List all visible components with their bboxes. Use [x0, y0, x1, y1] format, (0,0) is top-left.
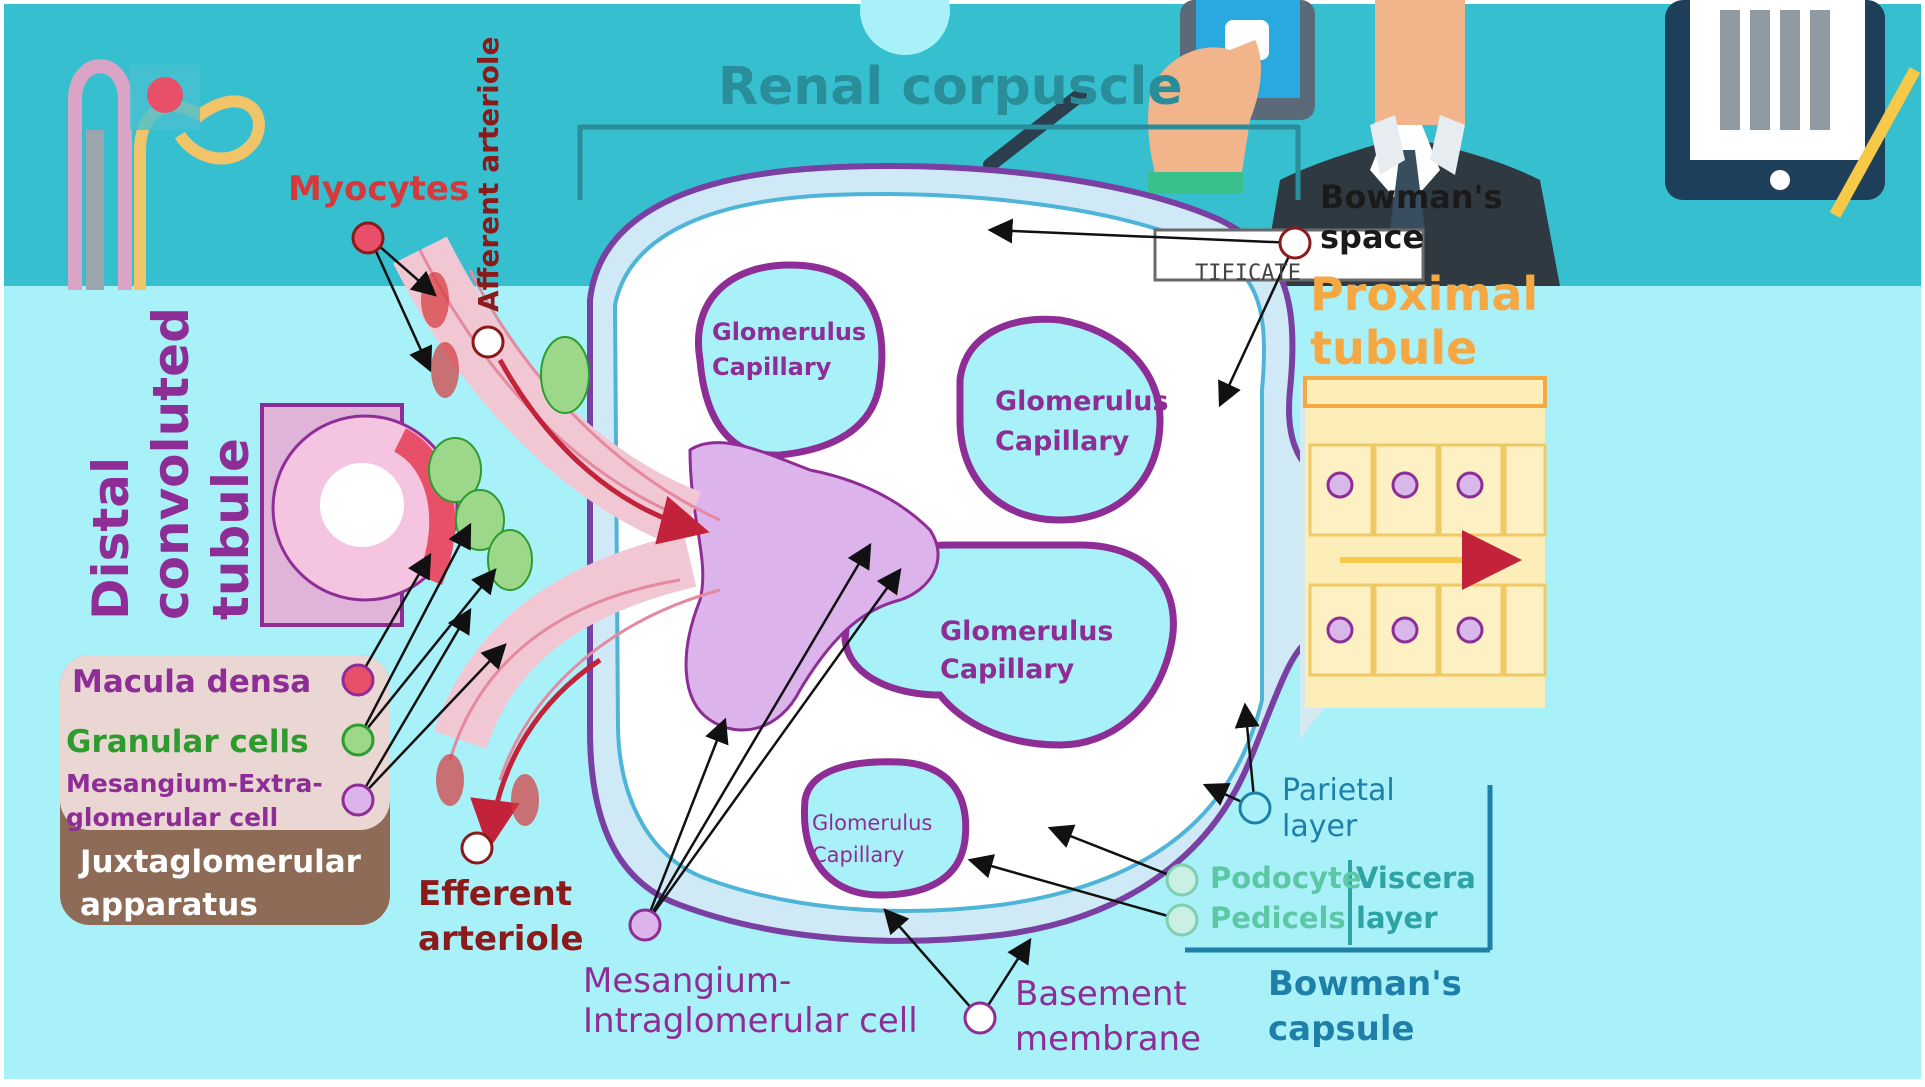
afferent-marker — [473, 327, 503, 357]
parietal-layer-marker — [1240, 793, 1270, 823]
parietal-layer-label-1: Parietal — [1282, 773, 1395, 808]
capillary-4-line2: Capillary — [812, 843, 904, 867]
mesangium-extra-label-2: glomerular cell — [66, 803, 278, 832]
macula-densa-marker — [343, 665, 373, 695]
basement-membrane-label-1: Basement — [1015, 974, 1187, 1014]
bowmans-space-label-1: Bowman's — [1320, 178, 1503, 216]
mesangium-intra-marker — [630, 910, 660, 940]
capillary-3-line2: Capillary — [940, 654, 1075, 685]
podocyte-marker — [1167, 865, 1197, 895]
basement-membrane-marker — [965, 1003, 995, 1033]
capillary-1-line1: Glomerulus — [712, 318, 866, 346]
bowmans-capsule-label-1: Bowman's — [1268, 964, 1462, 1004]
distal-label-2: convoluted — [142, 307, 200, 620]
mesangium-extra-label-1: Mesangium-Extra- — [66, 769, 323, 798]
renal-corpuscle-label: Renal corpuscle — [718, 57, 1183, 117]
bowmans-space-marker — [1280, 228, 1310, 258]
tablet-illustration — [1665, 0, 1915, 215]
proximal-tubule-label-1: Proximal — [1310, 267, 1538, 321]
mesangium-intra-label-1: Mesangium- — [583, 961, 791, 1001]
capillary-2-line1: Glomerulus — [995, 386, 1169, 417]
efferent-label-2: arteriole — [418, 919, 584, 959]
myocytes-marker — [353, 223, 383, 253]
bowmans-capsule-label-2: capsule — [1268, 1009, 1415, 1049]
efferent-label-1: Efferent — [418, 874, 572, 914]
capillary-4-line1: Glomerulus — [812, 811, 932, 835]
capillary-1-line2: Capillary — [712, 353, 832, 381]
proximal-tubule-shape — [1300, 378, 1545, 740]
capillary-3-line1: Glomerulus — [940, 616, 1114, 647]
pedicels-label: Pedicels — [1210, 901, 1346, 935]
visceral-layer-label-2: layer — [1356, 901, 1438, 935]
certificate-text: TIFICATE — [1195, 261, 1301, 286]
efferent-marker — [462, 833, 492, 863]
distal-label-3: tubule — [202, 438, 260, 620]
mesangium-intra-label-2: Intraglomerular cell — [583, 1001, 918, 1041]
macula-densa-label: Macula densa — [72, 664, 311, 700]
pedicels-marker — [1167, 905, 1197, 935]
afferent-arteriole-label: Afferent arteriole — [472, 36, 505, 312]
myocytes-label: Myocytes — [288, 169, 469, 209]
bowmans-space-label-2: space — [1320, 218, 1424, 256]
juxtaglomerular-label-2: apparatus — [80, 887, 258, 923]
mesangium-extra-marker — [343, 785, 373, 815]
podocyte-label: Podocyte — [1210, 861, 1362, 895]
proximal-tubule-label-2: tubule — [1310, 321, 1477, 375]
granular-cells-marker — [343, 725, 373, 755]
granular-cells-label: Granular cells — [66, 724, 309, 760]
basement-membrane-label-2: membrane — [1015, 1019, 1201, 1059]
capillary-2-line2: Capillary — [995, 426, 1130, 457]
distal-label-1: Distal — [82, 457, 140, 620]
visceral-layer-label-1: Viscera — [1356, 861, 1476, 895]
parietal-layer-label-2: layer — [1282, 809, 1358, 844]
juxtaglomerular-label-1: Juxtaglomerular — [78, 844, 362, 880]
